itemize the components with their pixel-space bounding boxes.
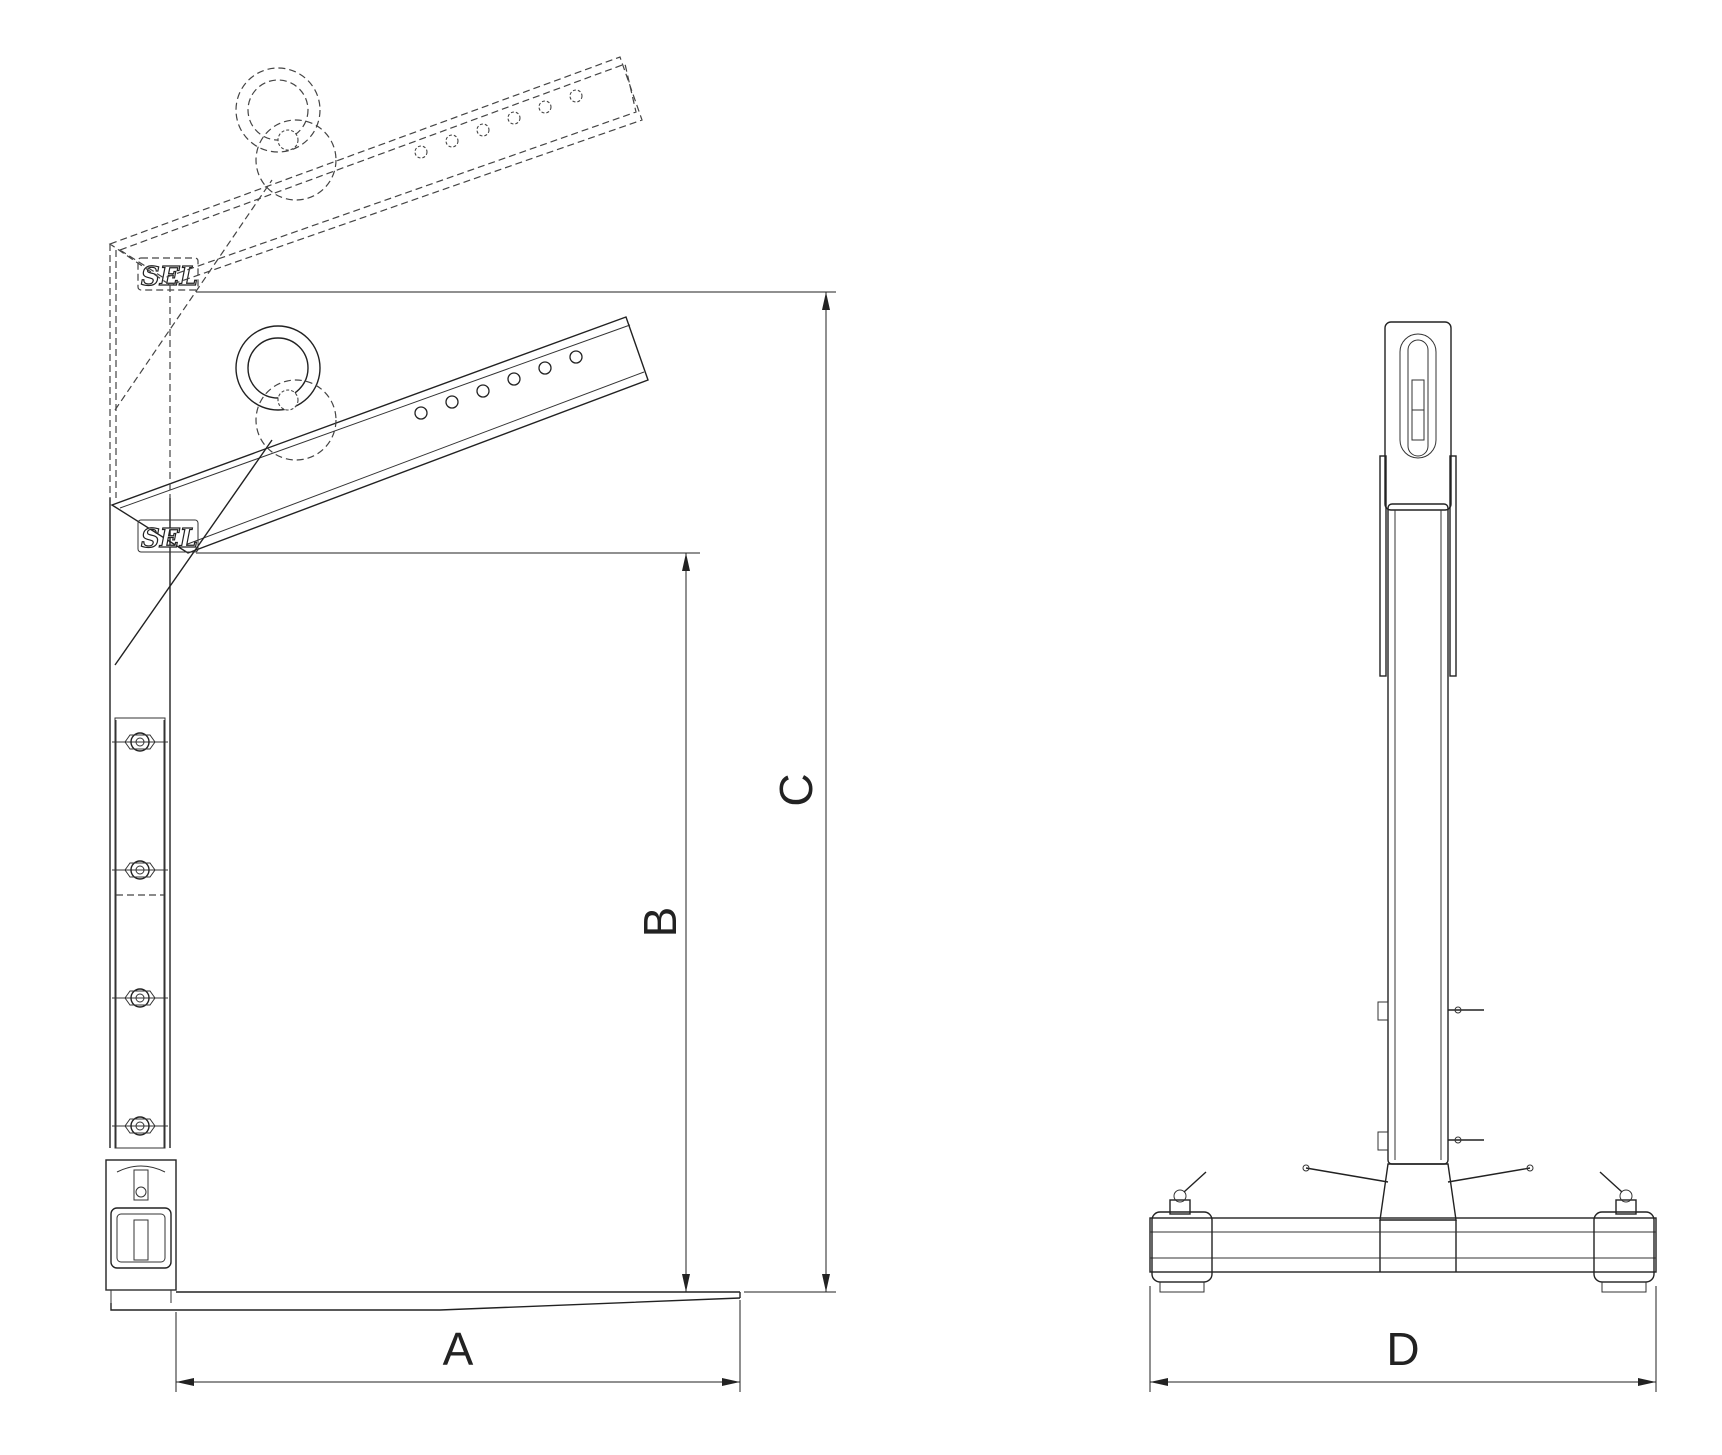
bolt-clamps <box>112 732 168 1136</box>
front-left-wheel <box>1151 1171 1213 1293</box>
logo-text-lower: SEL <box>141 524 198 554</box>
logo-lower: SEL <box>137 519 199 555</box>
fork-tine <box>110 1291 741 1311</box>
front-base-beam <box>1149 1217 1657 1273</box>
dimension-a: A <box>175 1300 741 1392</box>
jib-arm-raised <box>108 56 643 498</box>
front-right-wheel <box>1593 1171 1655 1293</box>
dimension-c: C <box>196 291 836 1293</box>
dimension-label-b: B <box>634 907 686 938</box>
lifting-ring-raised <box>235 67 337 201</box>
bolt-clamp-4 <box>112 1116 168 1136</box>
front-view: D <box>1149 321 1657 1392</box>
front-side-pins <box>1377 1001 1484 1151</box>
dimension-label-d: D <box>1386 1323 1419 1375</box>
front-mast-foot <box>1302 1163 1534 1272</box>
logo-upper: SEL <box>137 257 199 293</box>
mast <box>109 498 171 1149</box>
bolt-clamp-2 <box>112 860 168 880</box>
side-view: SEL SEL <box>105 56 836 1392</box>
bolt-clamp-3 <box>112 988 168 1008</box>
logo-text-upper: SEL <box>141 262 198 292</box>
jib-arm-lower <box>110 316 649 666</box>
dimension-d: D <box>1149 1286 1657 1392</box>
dimension-b: B <box>196 552 700 1292</box>
dimension-label-c: C <box>770 773 822 806</box>
lifting-ring-lower <box>235 325 337 461</box>
carriage <box>105 1159 177 1303</box>
front-mast-head <box>1384 321 1452 511</box>
front-mast <box>1379 455 1457 1165</box>
bolt-clamp-1 <box>112 732 168 752</box>
dimension-label-a: A <box>443 1323 474 1375</box>
